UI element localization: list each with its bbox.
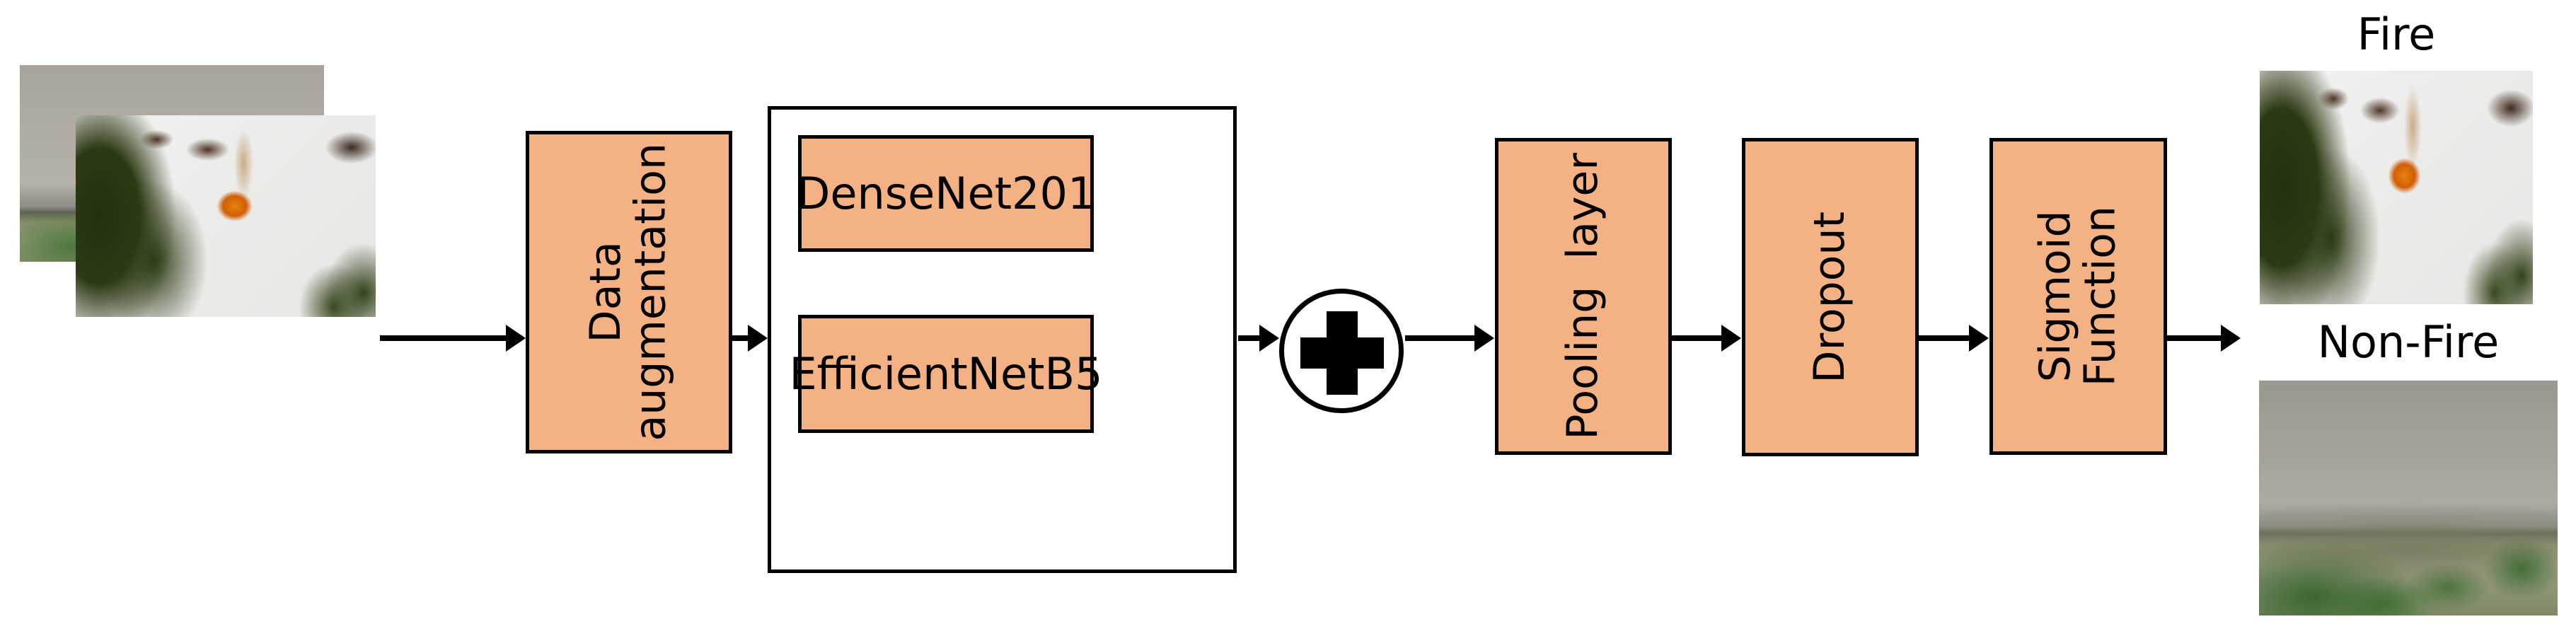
model-densenet201[interactable]: DenseNet201	[796, 135, 1096, 252]
model-efficientnetb5-label: EfficientNetB5	[789, 348, 1103, 400]
stage-pooling-layer-label: Pooling layer	[1558, 153, 1608, 440]
stage-data-augmentation[interactable]: Data augmentation	[526, 131, 732, 453]
plus-icon-vertical-bar	[1327, 311, 1358, 395]
stage-dropout[interactable]: Dropout	[1742, 138, 1919, 456]
stage-sigmoid-function-label: Sigmoid Function	[2030, 206, 2125, 387]
output-label-non-fire: Non-Fire	[2317, 316, 2500, 368]
output-label-fire: Fire	[2357, 8, 2436, 60]
output-image-non-fire	[2259, 381, 2558, 615]
arrow-fusion-to-pooling	[1405, 335, 1476, 341]
model-densenet201-label: DenseNet201	[796, 168, 1096, 219]
output-image-fire	[2260, 71, 2533, 304]
arrow-ensemble-to-fusion	[1238, 335, 1261, 341]
arrow-input-to-augmentation	[380, 335, 507, 341]
ensemble-group: DenseNet201 EfficientNetB5	[768, 106, 1237, 573]
stage-sigmoid-function[interactable]: Sigmoid Function	[1989, 138, 2167, 455]
model-efficientnetb5[interactable]: EfficientNetB5	[790, 315, 1103, 433]
stage-dropout-label: Dropout	[1805, 211, 1855, 383]
arrow-dropout-to-sigmoid	[1919, 335, 1970, 341]
input-image-front	[76, 115, 376, 317]
arrow-sigmoid-to-output	[2167, 335, 2222, 341]
stage-pooling-layer[interactable]: Pooling layer	[1495, 138, 1672, 455]
stage-data-augmentation-label: Data augmentation	[581, 143, 676, 441]
fusion-plus-node[interactable]	[1279, 289, 1404, 413]
arrow-pooling-to-dropout	[1672, 335, 1723, 341]
arrow-augmentation-to-ensemble	[732, 335, 749, 341]
